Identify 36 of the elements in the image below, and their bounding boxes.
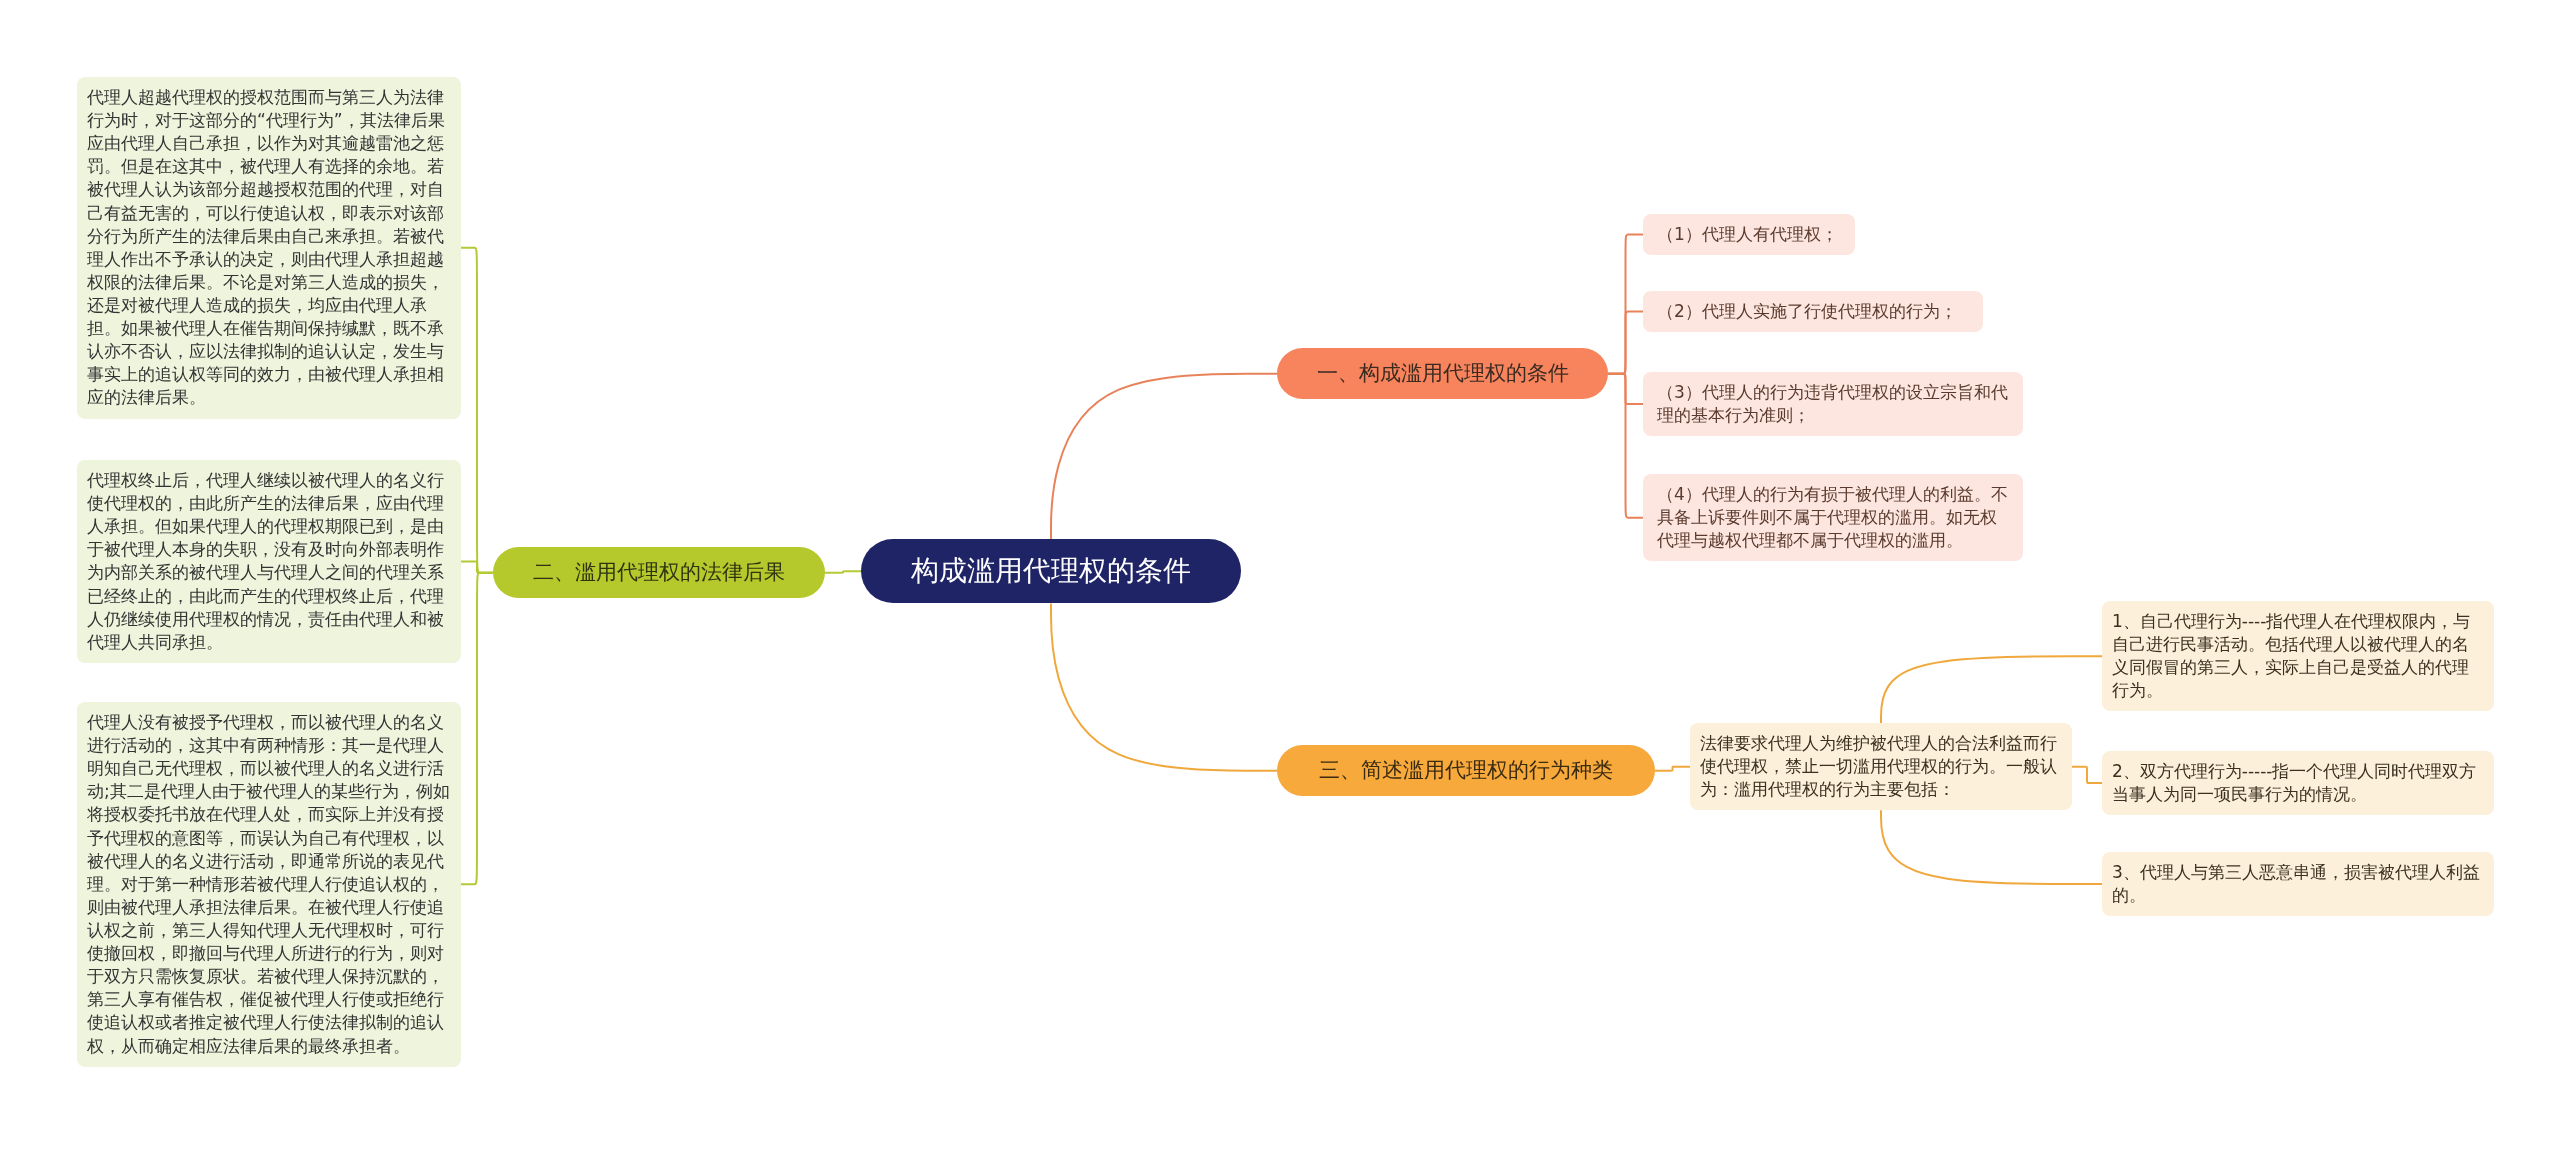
connector-line [1654,765,1691,772]
connector-line [2071,765,2103,785]
subtopic-box [1643,474,2023,562]
subtopic-box [2102,601,2494,712]
subtopic-box [1643,372,2023,437]
topic-text: （2）代理人实施了行使代理权的行为； [1657,300,1958,323]
topic-text: 代理人没有被授予代理权，而以被代理人的名义进行活动的，这其中有两种情形：其一是代理人明知自己无代理权，而以被代理人的名义进行活动;其二是代理人由于被代理人的某些行为，例如将授权委托书放在代理人处，而实际上并没有授予代理权的意图等，而误认为自己有代理权，以被代理人的名义进行活动，即通常所说的表见代理。对于第一种情形若被代理人行使追认权的，则由被代理人承担法律后果。在被代理人行使追认权之前，第三人得知代理人无代理权时，可行使撤回权，即撤回与代理人所进行的行为，则对于双方只需恢复原状。若被代理人保持沉默的，第三人享有催告权，催促被代理人行使或拒绝行使追认权或者推定被代理人行使法律拟制的追认权，从而确定相应法律后果的最终承担者。 [87,711,451,1058]
branch-topic [1277,745,1655,797]
topic-text: 代理人超越代理权的授权范围而与第三人为法律行为时，对于这部分的“代理行为”，其法律后果应由代理人自己承担，以作为对其逾越雷池之惩罚。但是在这其中，被代理人有选择的余地。若被代理人认为该部分超越授权范围的代理，对自己有益无害的，可以行使追认权，即表示对该部分行为所产生的法律后果由自己来承担。若被代理人作出不予承认的决定，则由代理人承担超越权限的法律后果。不论是对第三人造成的损失，还是对被代理人造成的损失，均应由代理人承担。如果被代理人在催告期间保持缄默，既不承认亦不否认，应以法律拟制的追认认定，发生与事实上的追认权等同的效力，由被代理人承担相应的法律后果。 [87,86,446,410]
topic-text: 1、自己代理行为----指代理人在代理权限内，与自己进行民事活动。包括代理人以被代理人的名义同假冒的第三人，实际上自己是受益人的代理行为。 [2112,610,2472,703]
connector-line [824,570,862,574]
subtopic-box [2102,751,2494,816]
topic-text: 一、构成滥用代理权的条件 [1315,360,1570,387]
connector-line [1880,809,2103,886]
connector-line [1607,372,1644,519]
subtopic-box [1643,214,1855,256]
subtopic-box [2102,852,2494,917]
topic-text: （1）代理人有代理权； [1657,223,1839,246]
branch-topic [1277,348,1608,400]
connector-line [1880,655,2103,724]
connector-line [1050,602,1278,772]
topic-text: 三、简述滥用代理权的行为种类 [1318,757,1614,784]
subtopic-box [1690,723,2072,811]
topic-text: （3）代理人的行为违背代理权的设立宗旨和代理的基本行为准则； [1657,381,2009,428]
topic-text: （4）代理人的行为有损于被代理人的利益。不具备上诉要件则不属于代理权的滥用。如无权代理与越权代理都不属于代理权的滥用。 [1657,483,2009,553]
branch-topic [493,547,825,599]
topic-text: 法律要求代理人为维护被代理人的合法利益而行使代理权，禁止一切滥用代理权的行为。一般认为：滥用代理权的行为主要包括： [1700,732,2058,802]
connector-line [460,571,494,886]
topic-text: 构成滥用代理权的条件 [910,553,1192,589]
topic-text: 代理权终止后，代理人继续以被代理人的名义行使代理权的，由此所产生的法律后果，应由代理人承担。但如果代理人的代理权期限已到，是由于被代理人本身的失职，没有及时向外部表明作为内部关系的被代理人与代理人之间的代理关系已经终止的，由此而产生的代理权终止后，代理人仍继续使用代理权的情况，责任由代理人和被代理人共同承担。 [87,469,445,654]
topic-text: 二、滥用代理权的法律后果 [532,559,786,586]
subtopic-box [77,460,461,663]
subtopic-box [1643,291,1983,333]
connector-line [1050,372,1278,540]
topic-text: 2、双方代理行为-----指一个代理人同时代理双方当事人为同一项民事行为的情况。 [2112,760,2478,807]
topic-text: 3、代理人与第三人恶意串通，损害被代理人利益的。 [2112,861,2481,908]
